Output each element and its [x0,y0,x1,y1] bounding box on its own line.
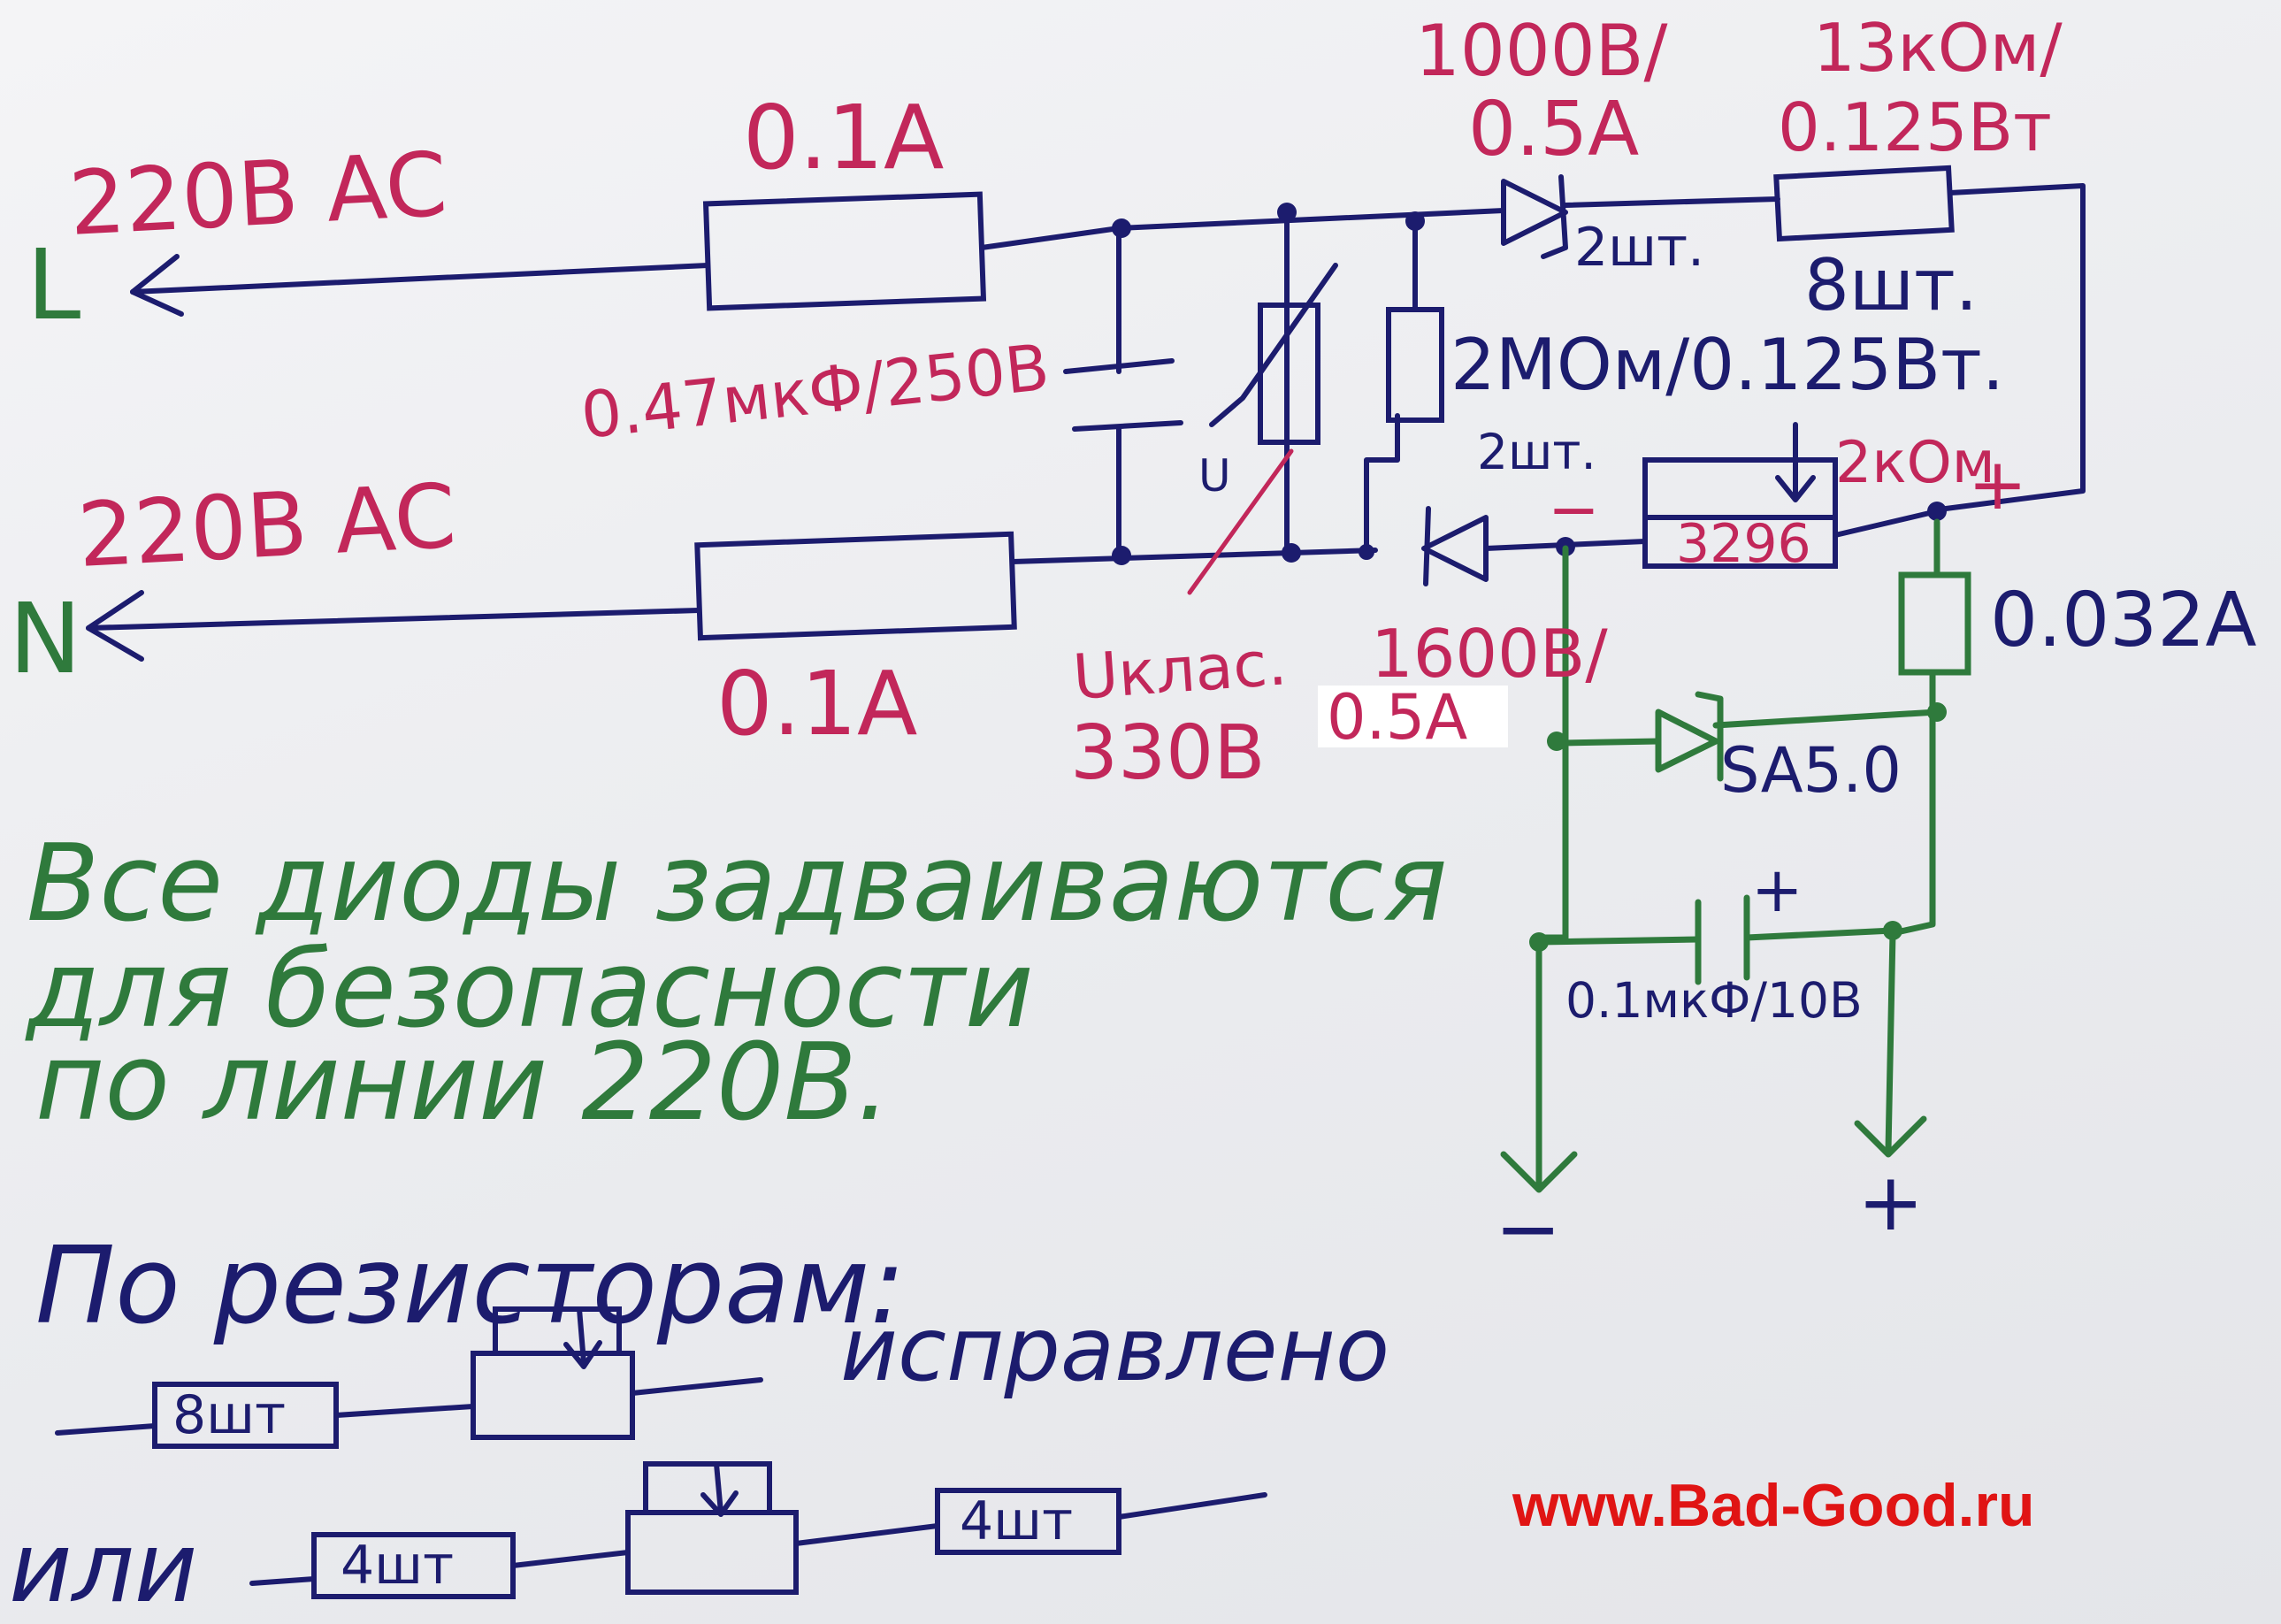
tvs-model: SA5.0 [1720,734,1902,807]
l-arrow-head [130,254,184,317]
diode-top-count: 2шт. [1574,217,1704,279]
variant2-count-b: 4шт [960,1490,1073,1552]
diode-bottom-count: 2шт. [1477,424,1596,480]
n-input-wire [86,608,701,631]
discharge-to-diode [1364,413,1400,555]
dc-plus-mark: + [1968,443,2027,525]
label-patch [1318,686,1508,747]
variant2-prefix: или [9,1511,197,1624]
l-wire-to-node [979,226,1121,250]
varistor-slash [1209,263,1338,427]
diode-top [1501,174,1568,259]
resistor-top-count: 8шт. [1804,244,1978,326]
wiring-dc-side [1500,518,1940,1193]
top-rail [1116,208,1506,231]
output-minus: − [1495,1183,1561,1275]
fuse-l-rating: 0.1A [743,86,944,189]
top-rail-to-resistor [1563,196,1780,208]
input-l-voltage: 220В AC [66,133,449,256]
capacitor-x-rating: 0.47мкФ/250В [578,330,1052,453]
terminal-n-label: N [9,582,81,695]
trim-to-plus [1833,509,1940,538]
watermark: www.Bad-Good.ru [1512,1472,2035,1539]
diode-bottom-rating-line2: 0.5A [1327,681,1467,754]
diode-bottom [1421,506,1489,586]
varistor-arrow-line [1187,448,1294,595]
output-arrow-minus [1500,1151,1578,1193]
note-line-2: для безопасности [25,929,1034,1052]
varistor-symbol: U [1198,450,1231,502]
diode-top-rating-line2: 0.5A [1468,86,1639,173]
diode-top-rating-line1: 1000В/ [1415,10,1667,92]
resistor-variant-2: или 4шт 4шт [9,1461,1267,1624]
output-plus: + [1857,1156,1924,1249]
terminal-l-label: L [27,228,80,341]
trimmer-body [1642,515,1838,569]
l-input-wire [130,263,710,295]
tvs-diode [1655,691,1724,782]
fuse-dc-rating: 0.032A [1990,577,2256,664]
dc-minus-mark: − [1548,473,1600,546]
resistor-top [1773,165,1955,242]
variant1-count: 8шт [172,1384,286,1446]
discharge-resistor-rating: 2МОм/0.125Вт. [1451,324,2004,406]
trimmer-model: 3296 [1676,513,1811,575]
n-wire-to-rail [1010,548,1378,564]
fuse-n [694,531,1017,641]
capacitor-x-plate-bottom [1072,420,1183,432]
note-line-3: по линии 220В. [35,1022,891,1145]
trimmer-rating: 2кОм [1835,430,1995,496]
junction-dots-dc [1529,702,1947,952]
varistor-voltage-line1: Uклас. [1070,626,1289,714]
capacitor-x-plate-top [1063,358,1175,374]
output-cap-polarity: + [1751,854,1803,926]
resistor-top-rating-line2: 0.125Вт [1778,88,2052,166]
output-arrow-plus [1854,1115,1927,1158]
varistor-voltage-line2: 330В [1070,709,1266,797]
discharge-resistor [1386,307,1444,423]
fuse-dc [1898,571,1971,676]
fuse-l [702,191,987,311]
diode-bottom-rating-line1: 1600В/ [1371,615,1608,693]
resistor-variant-1: 8шт исправлено [55,1298,1389,1449]
wiring-ac-side [86,183,2086,662]
variant1-status: исправлено [840,1298,1389,1401]
top-rail-right [1943,183,2086,511]
notes-block: Все диоды задваиваются для безопасности … [25,823,1447,1145]
resistor-top-rating-line1: 13кОм/ [1813,9,2063,87]
output-cap-rating: 0.1мкФ/10В [1565,972,1863,1029]
trimmer-wiper [1775,422,1816,502]
variant2-count-a: 4шт [341,1535,454,1597]
resistor-notes-heading: По резисторам: [35,1225,906,1348]
n-arrow-head [86,590,144,662]
note-line-1: Все диоды задваиваются [27,823,1447,946]
fuse-n-rating: 0.1A [716,652,917,755]
input-n-voltage: 220В AC [75,464,458,587]
